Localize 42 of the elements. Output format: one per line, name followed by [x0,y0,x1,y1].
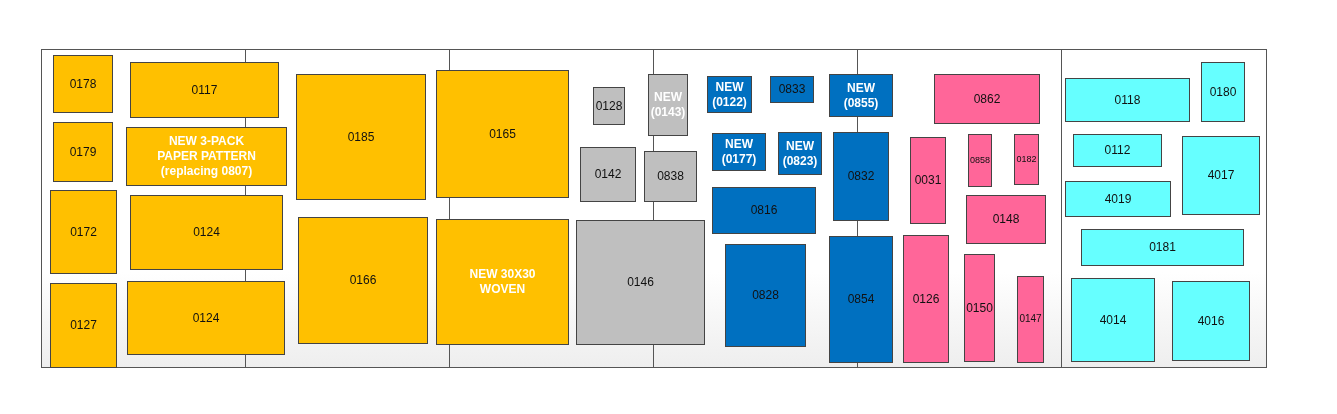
product-block: 0178 [53,55,113,113]
product-block: 0862 [934,74,1040,124]
product-block: 4016 [1172,281,1250,361]
product-block: 0150 [964,254,995,362]
product-block: 0128 [593,87,625,125]
product-block: 0832 [833,132,889,221]
product-block: NEW (0177) [712,133,766,171]
product-block: 0126 [903,235,949,363]
product-block: 4017 [1182,136,1260,215]
product-block: 0124 [130,195,283,270]
product-block: 0833 [770,76,814,103]
product-block: 0147 [1017,276,1044,363]
product-block: 0858 [968,134,992,187]
product-block: 4014 [1071,278,1155,362]
product-block: 0165 [436,70,569,198]
product-block: NEW (0823) [778,132,822,175]
product-block: 0112 [1073,134,1162,167]
product-block: 0142 [580,147,636,202]
product-block: 0180 [1201,62,1245,122]
product-block: 0117 [130,62,279,118]
product-block: 0185 [296,74,426,200]
product-block: NEW (0143) [648,74,688,136]
product-block: 0166 [298,217,428,344]
product-block: NEW 30X30 WOVEN [436,219,569,345]
product-block: 0031 [910,137,946,224]
product-block: NEW (0855) [829,74,893,117]
product-block: 0179 [53,122,113,182]
product-block: 0838 [644,151,697,202]
product-block: 0828 [725,244,806,347]
product-block: 0124 [127,281,285,355]
product-block: NEW (0122) [707,76,752,113]
product-block: 4019 [1065,181,1171,217]
product-block: 0146 [576,220,705,345]
product-block: 0172 [50,190,117,274]
product-block: 0181 [1081,229,1244,266]
product-block: 0182 [1014,134,1039,185]
product-block: 0816 [712,187,816,234]
product-block: 0118 [1065,78,1190,122]
product-block: 0854 [829,236,893,363]
product-block: 0148 [966,195,1046,244]
product-block: NEW 3-PACK PAPER PATTERN (replacing 0807) [126,127,287,186]
product-block: 0127 [50,283,117,368]
